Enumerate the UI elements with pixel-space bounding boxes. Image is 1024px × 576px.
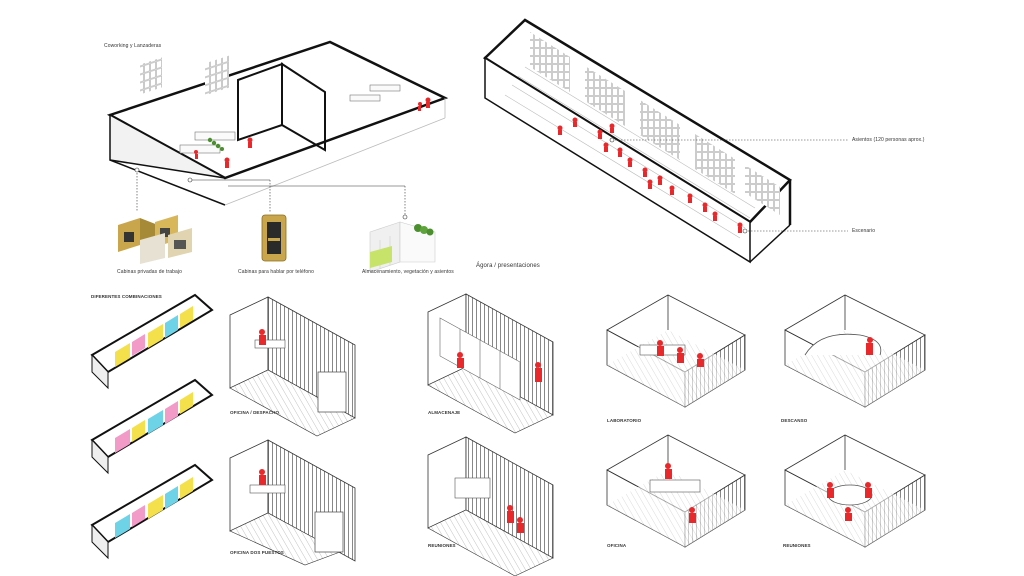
phone-booth-image (261, 214, 287, 262)
combination-module-3 (90, 463, 214, 560)
seating-caption: Asientos (120 personas aprox.) (852, 137, 925, 143)
coworking-title: Coworking y Lanzaderas (104, 43, 162, 49)
laboratorio-caption: LABORATORIO (607, 418, 642, 423)
agora-title: Ágora / presentaciones (476, 263, 540, 269)
reuniones-1-caption: REUNIONES (428, 543, 456, 548)
room-oficina-dos-puestos (229, 439, 356, 566)
oficina-caption: OFICINA (607, 543, 627, 548)
room-laboratorio (606, 294, 746, 408)
room-descanso (784, 294, 926, 408)
reuniones-2-caption: REUNIONES (783, 543, 811, 548)
almacenaje-caption: ALMACENAJE (428, 410, 461, 415)
private-cabins-caption: Cabinas privadas de trabajo (117, 269, 182, 275)
room-oficina-despacho (229, 296, 356, 437)
room-oficina (606, 434, 746, 548)
agora-block (482, 18, 848, 264)
oficina-despacho-caption: OFICINA / DESPACHO (230, 410, 280, 415)
stage-caption: Escenario (852, 228, 876, 234)
private-work-cabins-image (118, 215, 192, 264)
combination-module-2 (90, 378, 214, 475)
room-reuniones-1 (427, 436, 554, 576)
room-reuniones-2 (784, 434, 926, 548)
descanso-caption: DESCANSO (781, 418, 808, 423)
combinations-title: DIFERENTES COMBINACIONES (91, 294, 162, 299)
storage-caption: Almacenamiento, vegetación y asientos (362, 269, 454, 275)
coworking-block (106, 40, 449, 206)
combination-module-1 (90, 293, 214, 390)
coworking-leaders (134, 167, 408, 220)
oficina-dos-puestos-caption: OFICINA DOS PUESTOS (230, 550, 284, 555)
phone-booth-caption: Cabinas para hablar por teléfono (238, 269, 315, 275)
storage-image (369, 221, 436, 273)
room-almacenaje (427, 293, 554, 434)
